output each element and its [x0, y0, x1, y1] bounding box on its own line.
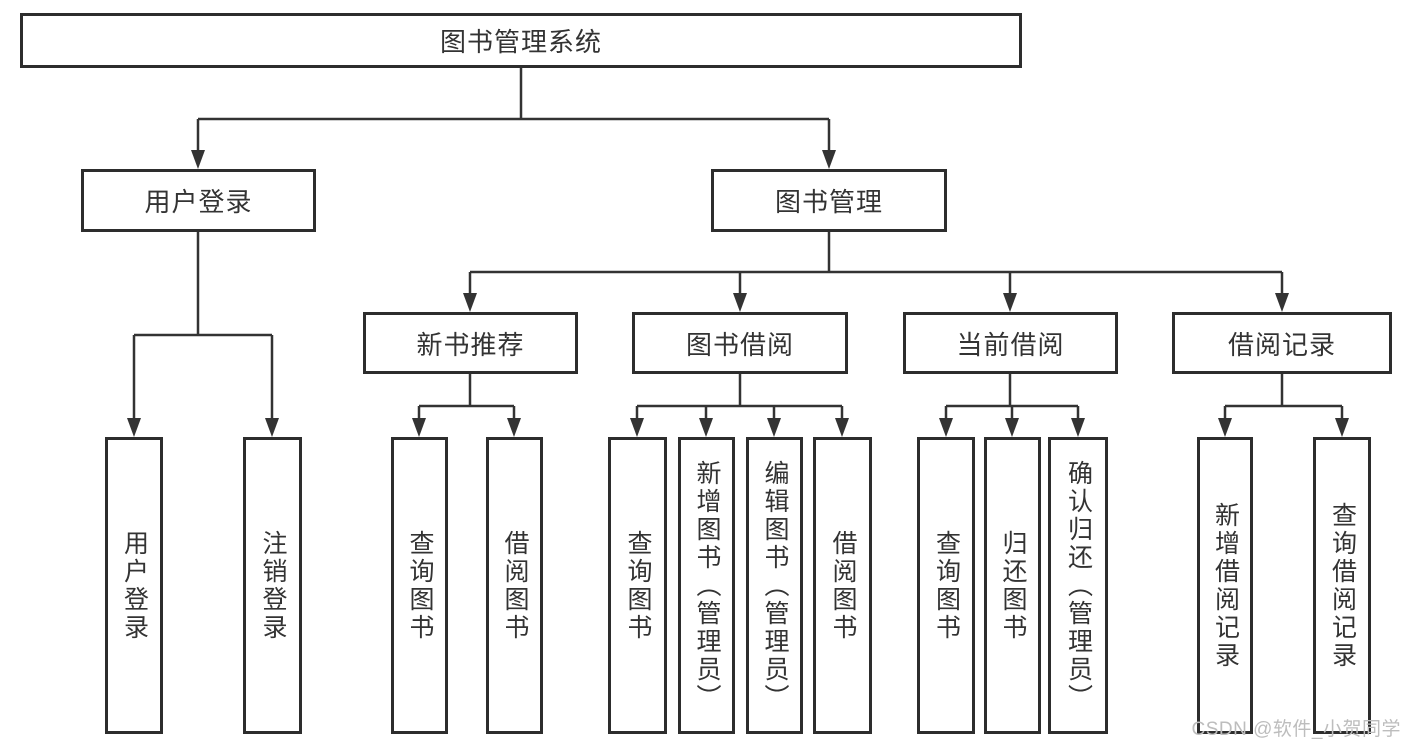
connector-borrow-records-junction: [1223, 374, 1344, 422]
arrowhead: [1005, 418, 1019, 437]
arrowhead: [127, 418, 141, 437]
arrowhead: [939, 418, 953, 437]
arrowhead: [1003, 293, 1017, 312]
leaf-query-books-2: 查询图书: [608, 437, 667, 734]
arrowhead: [1275, 293, 1289, 312]
connector-book-mgmt-junction: [468, 232, 1284, 297]
connector-root-junction: [196, 68, 831, 155]
leaf-user-login: 用户登录: [105, 437, 163, 734]
node-new-book-recommend: 新书推荐: [363, 312, 578, 374]
node-book-management: 图书管理: [711, 169, 947, 232]
node-root-system: 图书管理系统: [20, 13, 1022, 68]
connector-book-borrow-junction: [635, 374, 844, 422]
leaf-add-borrow-record: 新增借阅记录: [1197, 437, 1253, 734]
arrowhead: [507, 418, 521, 437]
arrowhead: [463, 293, 477, 312]
node-user-login: 用户登录: [81, 169, 316, 232]
arrowhead: [699, 418, 713, 437]
leaf-logout: 注销登录: [243, 437, 302, 734]
arrowhead: [822, 150, 836, 169]
csdn-watermark: CSDN @软件_小贺同学: [1191, 719, 1401, 740]
arrowhead: [1218, 418, 1232, 437]
node-current-borrow: 当前借阅: [903, 312, 1118, 374]
leaf-add-book-admin: 新增图书（管理员）: [678, 437, 735, 734]
arrowhead: [1335, 418, 1349, 437]
connector-new-book-junction: [417, 374, 516, 422]
leaf-borrow-books-1: 借阅图书: [486, 437, 543, 734]
connector-user-login-junction: [132, 232, 274, 422]
connector-current-borrow-junction: [944, 374, 1080, 422]
leaf-confirm-return-admin: 确认归还（管理员）: [1048, 437, 1108, 734]
node-borrow-records: 借阅记录: [1172, 312, 1392, 374]
leaf-return-book: 归还图书: [984, 437, 1041, 734]
arrowhead: [835, 418, 849, 437]
leaf-query-books-3: 查询图书: [917, 437, 975, 734]
arrowhead: [733, 293, 747, 312]
leaf-borrow-books-2: 借阅图书: [813, 437, 872, 734]
arrowhead: [265, 418, 279, 437]
arrowhead: [1071, 418, 1085, 437]
arrowhead: [191, 150, 205, 169]
node-book-borrow: 图书借阅: [632, 312, 848, 374]
arrowhead: [412, 418, 426, 437]
arrowhead: [767, 418, 781, 437]
leaf-query-borrow-record: 查询借阅记录: [1313, 437, 1371, 734]
leaf-query-books-1: 查询图书: [391, 437, 448, 734]
arrowhead: [630, 418, 644, 437]
leaf-edit-book-admin: 编辑图书（管理员）: [746, 437, 803, 734]
